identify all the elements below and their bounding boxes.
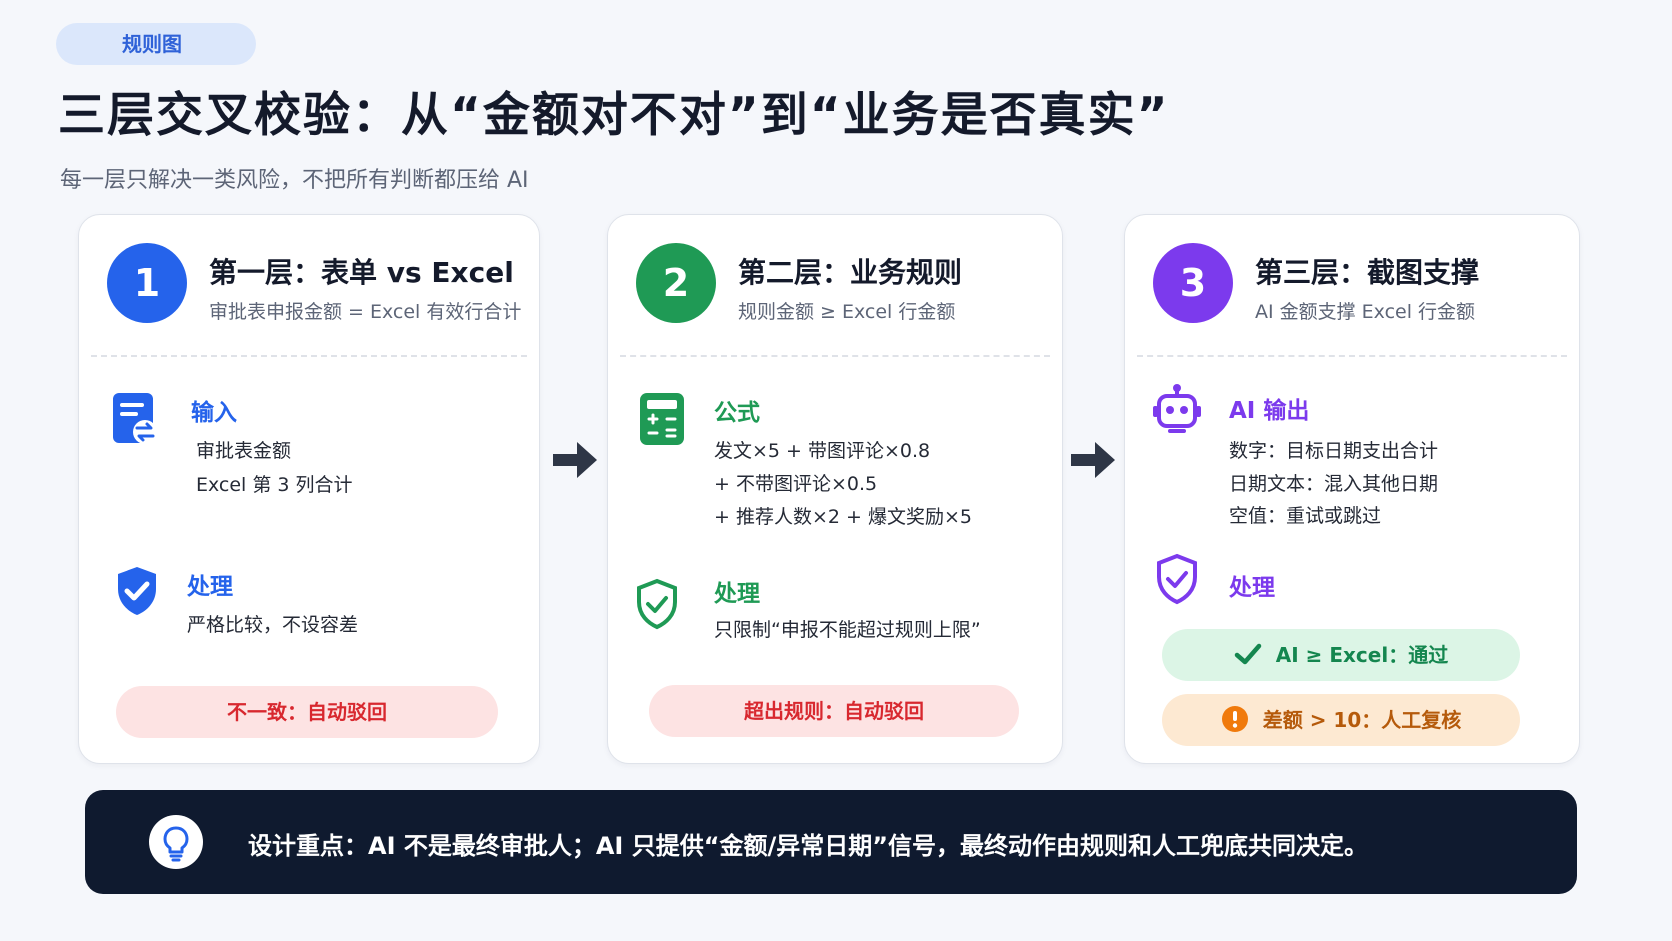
layer-number-badge: 3: [1153, 243, 1233, 323]
section-heading-ai-output: AI 输出: [1229, 398, 1310, 424]
layer-subtitle: 规则金额 ≥ Excel 行金额: [738, 301, 956, 323]
robot-icon: [1151, 383, 1203, 439]
result-badge-reject: 超出规则：自动驳回: [649, 685, 1019, 737]
result-label: AI ≥ Excel：通过: [1275, 643, 1449, 667]
result-badge-reject: 不一致：自动驳回: [116, 686, 498, 738]
layer-title: 第三层：截图支撑: [1255, 256, 1480, 289]
card-divider: [91, 355, 527, 357]
section-line: 严格比较，不设容差: [187, 614, 359, 636]
shield-check-icon: [635, 578, 679, 634]
layer-card-3: 3 第三层：截图支撑 AI 金额支撑 Excel 行金额 AI 输出 数字：目标…: [1124, 214, 1580, 764]
check-icon: [1234, 643, 1262, 665]
document-transfer-icon: [111, 391, 159, 451]
result-badge-review: 差额 > 10：人工复核: [1162, 694, 1520, 746]
layer-subtitle: 审批表申报金额 = Excel 有效行合计: [209, 301, 522, 323]
section-heading-process: 处理: [714, 581, 760, 607]
arrow-right-icon: [1069, 438, 1117, 486]
calculator-icon: [639, 392, 685, 450]
arrow-right-icon: [551, 438, 599, 486]
page-title: 三层交叉校验：从“金额对不对”到“业务是否真实”: [58, 88, 1170, 143]
result-badge-pass: AI ≥ Excel：通过: [1162, 629, 1520, 681]
formula-line: + 不带图评论×0.5: [714, 473, 878, 495]
layer-card-1: 1 第一层：表单 vs Excel 审批表申报金额 = Excel 有效行合计 …: [78, 214, 540, 764]
layer-number-badge: 2: [636, 243, 716, 323]
section-heading-process: 处理: [1229, 575, 1275, 601]
formula-line: 发文×5 + 带图评论×0.8: [714, 440, 931, 462]
ai-output-line: 数字：目标日期支出合计: [1229, 440, 1439, 462]
layer-card-2: 2 第二层：业务规则 规则金额 ≥ Excel 行金额 公式 发文×5 + 带图…: [607, 214, 1063, 764]
design-note-text: 设计重点：AI 不是最终审批人；AI 只提供“金额/异常日期”信号，最终动作由规…: [248, 832, 1369, 860]
shield-check-icon: [1155, 553, 1199, 609]
layer-subtitle: AI 金额支撑 Excel 行金额: [1255, 301, 1476, 323]
card-divider: [1137, 355, 1567, 357]
card-divider: [620, 355, 1050, 357]
shield-check-icon: [115, 565, 159, 621]
section-line: 只限制“申报不能超过规则上限”: [714, 619, 981, 641]
section-line: Excel 第 3 列合计: [196, 474, 353, 496]
lightbulb-icon: [149, 815, 203, 869]
formula-line: + 推荐人数×2 + 爆文奖励×5: [714, 506, 972, 528]
layer-number-badge: 1: [107, 243, 187, 323]
result-label: 差额 > 10：人工复核: [1262, 708, 1462, 732]
section-heading-process: 处理: [187, 574, 233, 600]
section-heading-input: 输入: [191, 400, 237, 426]
page-tag: 规则图: [56, 23, 256, 65]
warning-icon: [1221, 706, 1248, 732]
layer-title: 第一层：表单 vs Excel: [209, 256, 514, 289]
section-heading-formula: 公式: [714, 400, 760, 426]
ai-output-line: 日期文本：混入其他日期: [1229, 473, 1439, 495]
design-note-banner: 设计重点：AI 不是最终审批人；AI 只提供“金额/异常日期”信号，最终动作由规…: [85, 790, 1577, 894]
section-line: 审批表金额: [196, 440, 292, 462]
layer-title: 第二层：业务规则: [738, 256, 963, 289]
ai-output-line: 空值：重试或跳过: [1229, 505, 1382, 527]
page-subtitle: 每一层只解决一类风险，不把所有判断都压给 AI: [60, 168, 529, 193]
